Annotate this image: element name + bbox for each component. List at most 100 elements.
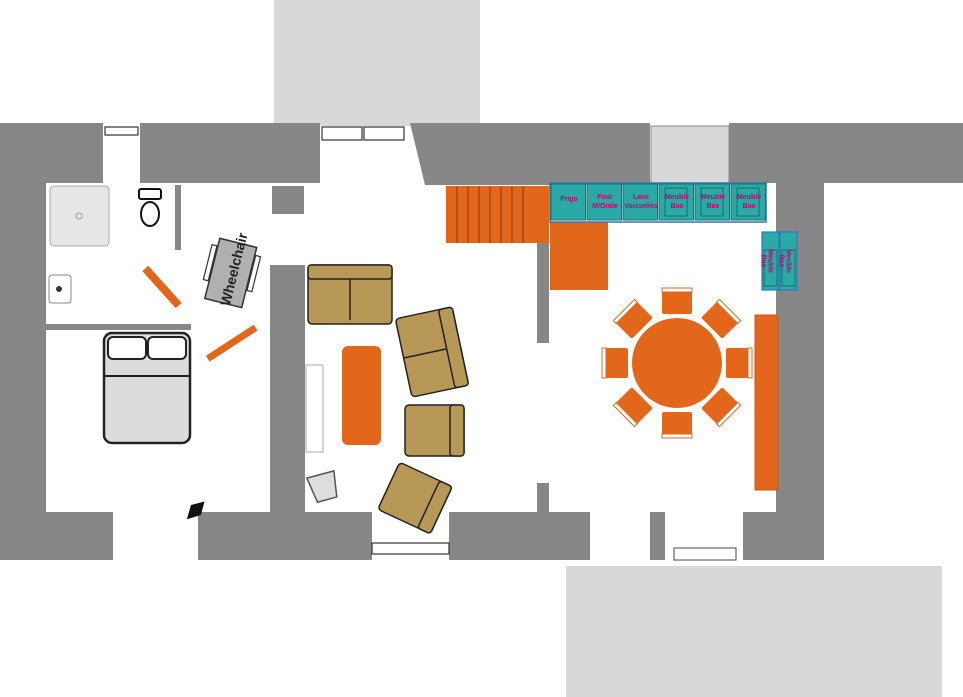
chair-back: [715, 401, 742, 428]
kitchen-island: [550, 222, 608, 290]
staircase-base: [446, 186, 549, 243]
chair-seat: [615, 301, 653, 339]
chair-seat: [726, 348, 750, 378]
bathroom: [48, 185, 162, 304]
cabinet-door: [763, 249, 778, 287]
chair-seat: [662, 412, 692, 436]
wall-top-right: [729, 123, 963, 183]
cabinet-door: [700, 187, 724, 217]
pillow-right: [147, 336, 187, 360]
cabinet-door: [736, 187, 760, 217]
windows: [104, 126, 737, 561]
terrace-bottom: [566, 566, 942, 697]
terraces: [274, 0, 942, 697]
wall-bottom-left: [46, 512, 113, 560]
sink-drain-icon: [56, 286, 62, 292]
sideboard: [754, 314, 779, 491]
wall-left: [0, 123, 46, 560]
kitchen-cabinet: Frigo: [550, 183, 586, 221]
window-bath: [104, 126, 139, 136]
wall-bottom-center: [449, 512, 590, 560]
sofa-right: [395, 306, 469, 398]
dining-chair: [726, 347, 753, 379]
walls: [0, 123, 963, 560]
window-bottom-dining: [673, 547, 737, 561]
living-room: [305, 264, 469, 534]
cabinet-body: [779, 231, 798, 291]
pillow-left: [107, 336, 147, 360]
cabinet-label-line1: Meuble: [737, 194, 761, 201]
terrace-top: [274, 0, 480, 126]
wall-bottom-post: [650, 512, 665, 560]
coffee-table: [342, 346, 381, 445]
chair-back: [612, 298, 639, 325]
chair-seat: [662, 290, 692, 314]
cabinet-label-line1: Frigo: [560, 196, 578, 203]
cabinet-door: [664, 187, 688, 217]
wall-top-segment: [140, 123, 320, 183]
armchair-1: [404, 404, 465, 457]
wall-partition-bedroom: [270, 265, 305, 512]
cabinet-label-line1: Meuble: [701, 194, 725, 201]
chair-seat: [701, 387, 739, 425]
cabinet-body: [694, 183, 730, 221]
dining-chair: [612, 387, 653, 428]
tv-stand: [305, 364, 324, 453]
cabinet-label-line1: Meuble: [785, 249, 792, 273]
shower-drain-icon: [75, 212, 83, 220]
cabinet-door: [781, 249, 796, 287]
staircase: [446, 186, 549, 243]
cabinet-body: [622, 183, 658, 221]
cabinet-body: [550, 183, 586, 221]
chair-back: [715, 298, 742, 325]
cabinet-label-line2: Bas: [760, 255, 767, 268]
chair-back: [612, 401, 639, 428]
chair-back: [747, 347, 753, 379]
cabinet-label-line2: Bas: [671, 203, 684, 210]
wheelchair-icon: Wheelchair: [202, 231, 262, 309]
dining-chair: [701, 298, 742, 339]
chair-seat: [701, 301, 739, 339]
cabinet-label-line2: Bas: [707, 203, 720, 210]
wall-bathroom-stub: [175, 185, 181, 250]
cabinet-body: [761, 231, 780, 291]
shower-tray: [49, 185, 110, 247]
wall-top-center: [410, 123, 650, 185]
bedroom: Wheelchair: [102, 231, 262, 520]
chair-back: [661, 433, 693, 439]
dining-area: [601, 287, 779, 491]
wall-top-chamfer-left: [308, 123, 320, 183]
wall-bottom-middle: [198, 512, 372, 560]
double-bed: [102, 331, 192, 445]
kitchen-alcove: [650, 125, 730, 185]
chair-back: [601, 347, 607, 379]
wall-bottom-right: [743, 512, 824, 560]
toilet-icon: [138, 188, 162, 227]
dining-chair: [601, 347, 628, 379]
bedroom-door-1: [142, 265, 182, 309]
cabinet-label-line1: Four: [597, 194, 613, 201]
wall-kitchen-lower: [537, 483, 549, 512]
window-bottom-living: [371, 542, 450, 555]
cabinet-body: [658, 183, 694, 221]
dining-table: [632, 318, 722, 408]
cabinet-body: [586, 183, 622, 221]
cabinet-label-line2: Bas: [743, 203, 756, 210]
cabinet-label-line1: Meuble: [665, 194, 689, 201]
cabinet-label-line1: Lave: [633, 194, 649, 201]
armchair-2: [378, 462, 453, 534]
compass-icon: [186, 501, 205, 520]
window-top-right: [363, 126, 405, 141]
dining-chair: [661, 412, 693, 439]
waste-bin-icon: [305, 469, 338, 504]
dining-chairs: [601, 287, 753, 439]
wall-top-left: [46, 123, 103, 183]
